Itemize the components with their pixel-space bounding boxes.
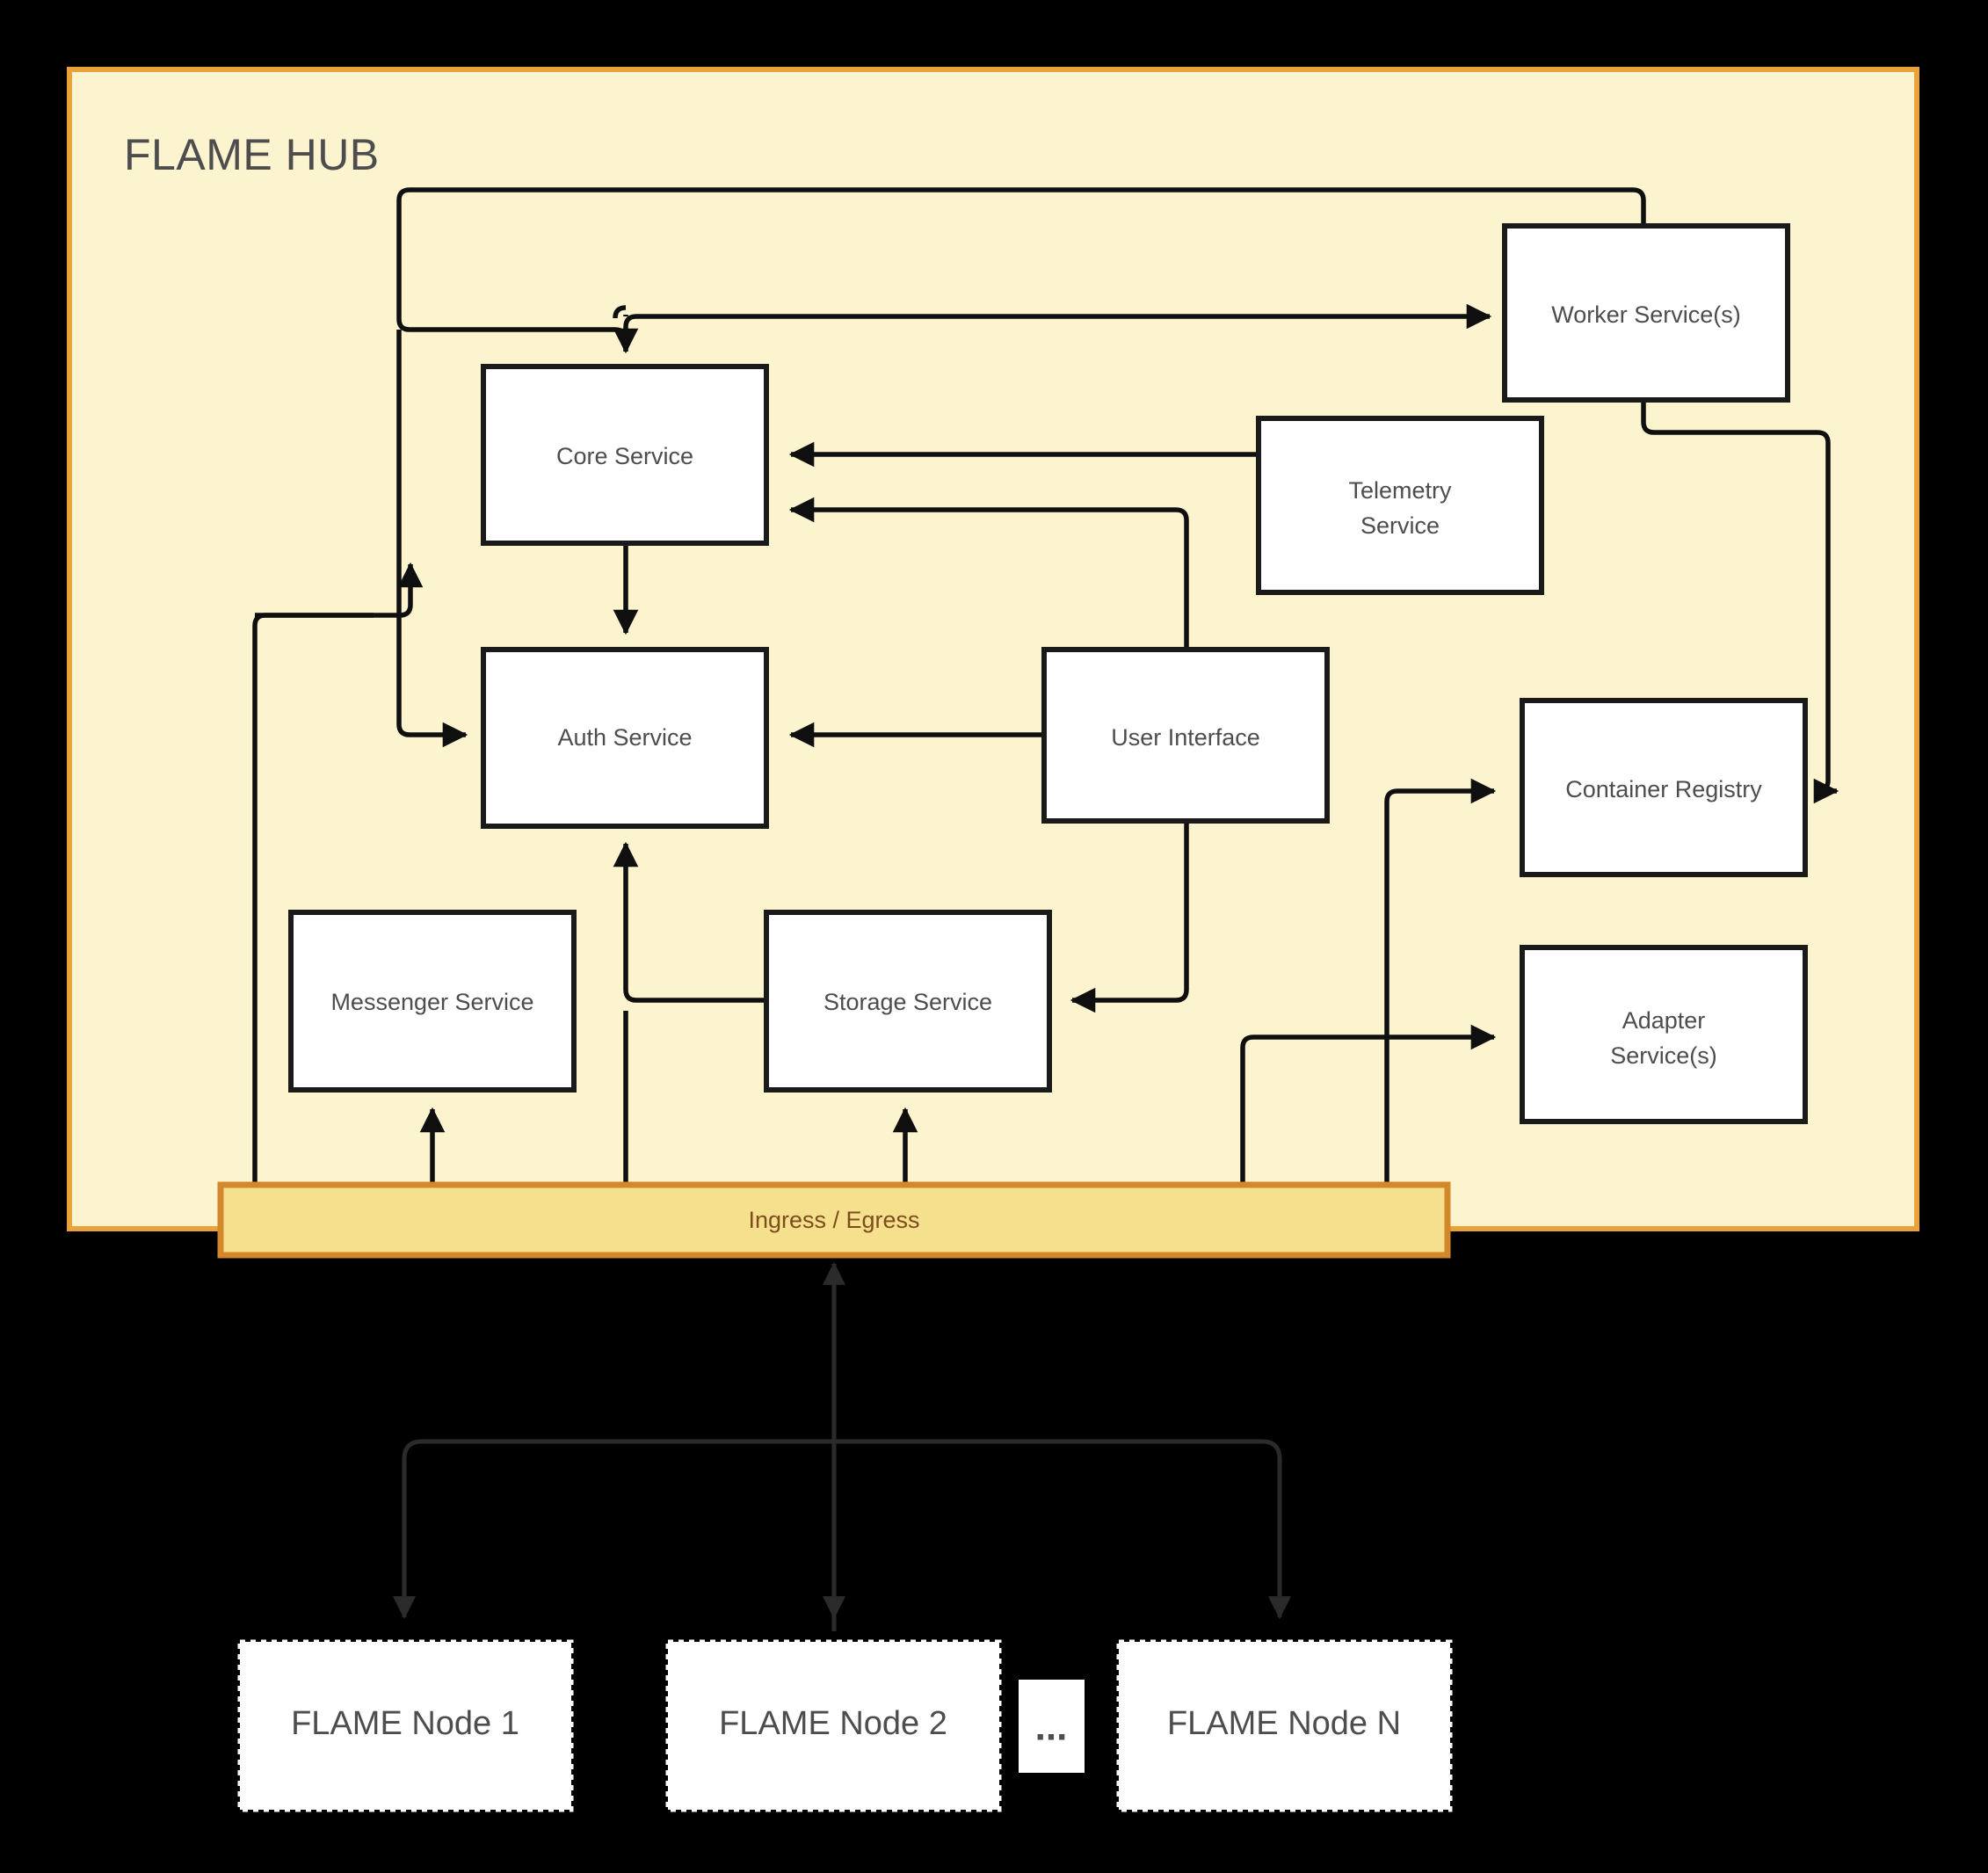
link-ingress-to-adapter [1240,1024,1497,1185]
link-worker-to-core [396,187,1646,354]
user-interface-label: User Interface [1111,724,1260,751]
auth-service-rect[interactable] [481,647,769,829]
flame-node-ellipsis-rect [1019,1680,1085,1773]
flame-node-2-label: FLAME Node 2 [719,1705,947,1742]
service-box-core[interactable]: Core Service [481,364,769,546]
core-service-rect[interactable] [481,364,769,546]
auth-service-label: Auth Service [557,724,692,751]
hub-title: FLAME HUB [124,130,380,179]
link-leftrail-to-auth [396,330,468,748]
flame-node-n[interactable]: FLAME Node N [1116,1639,1453,1812]
flame-node-n-rect[interactable] [1116,1639,1453,1812]
node-connector-layer [393,1261,1291,1631]
link-corestack-to-worker [623,303,1492,346]
link-ui-to-core [788,497,1189,650]
messenger-service-label: Messenger Service [330,989,533,1015]
adapter-service-rect[interactable] [1520,945,1808,1124]
service-box-telemetry[interactable]: Telemetry Service [1256,416,1544,595]
flame-node-2-rect[interactable] [665,1639,1002,1812]
messenger-service-rect[interactable] [288,910,577,1093]
flame-node-2[interactable]: FLAME Node 2 [665,1639,1002,1812]
user-interface-rect[interactable] [1041,647,1330,824]
service-box-storage[interactable]: Storage Service [764,910,1052,1093]
link-trunk-to-nodeN [834,1439,1291,1620]
ingress-egress-rect[interactable] [217,1181,1451,1259]
telemetry-service-rect[interactable] [1256,416,1544,595]
flame-node-ellipsis-label: ... [1035,1706,1068,1749]
flame-node-ellipsis: ... [1019,1680,1085,1773]
worker-service-rect[interactable] [1502,223,1790,403]
adapter-service-label-line1: Adapter [1622,1007,1706,1034]
link-ingress-to-authloop [252,613,374,1185]
ingress-egress-bar[interactable]: Ingress / Egress [217,1181,1451,1259]
service-box-worker[interactable]: Worker Service(s) [1502,223,1790,403]
link-worker-to-registry [1641,400,1839,804]
flame-node-1-label: FLAME Node 1 [291,1705,519,1742]
container-registry-rect[interactable] [1520,698,1808,877]
ingress-egress-label: Ingress / Egress [748,1207,919,1233]
flame-node-n-label: FLAME Node N [1167,1705,1401,1742]
service-box-auth[interactable]: Auth Service [481,647,769,829]
link-left-to-worker [613,305,627,319]
telemetry-service-label-line2: Service [1360,512,1440,539]
link-trunk-to-node1 [393,1439,834,1620]
service-box-adapter[interactable]: Adapter Service(s) [1520,945,1808,1124]
storage-service-label: Storage Service [823,989,992,1015]
service-box-messenger[interactable]: Messenger Service [288,910,577,1093]
storage-service-rect[interactable] [764,910,1052,1093]
core-service-label: Core Service [556,443,693,469]
flame-node-1[interactable]: FLAME Node 1 [237,1639,574,1812]
worker-service-label: Worker Service(s) [1551,301,1741,328]
link-ui-to-storage [1070,819,1189,1013]
container-registry-label: Container Registry [1565,776,1762,802]
service-box-ui[interactable]: User Interface [1041,647,1330,824]
link-ingress-to-registry [1384,778,1497,1185]
service-box-registry[interactable]: Container Registry [1520,698,1808,877]
connector-layer [252,187,1839,1185]
flame-node-1-rect[interactable] [237,1639,574,1812]
adapter-service-label-line2: Service(s) [1610,1042,1717,1069]
link-storage-to-auth [613,841,1044,1003]
telemetry-service-label-line1: Telemetry [1348,477,1452,504]
